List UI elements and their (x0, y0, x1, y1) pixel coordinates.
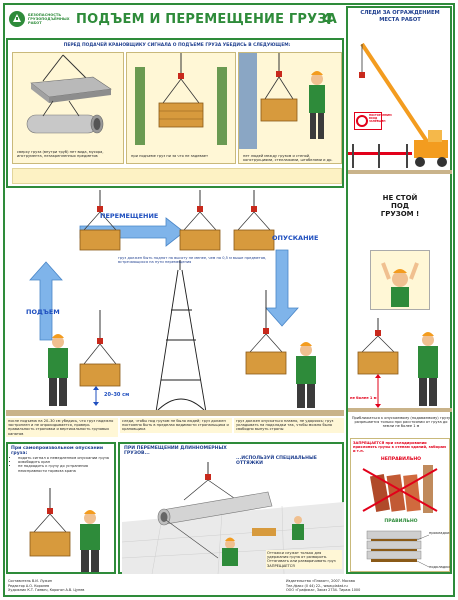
footer-right: Издательство «Плакат», 2007. Москва Тел.… (286, 579, 450, 593)
bottom-left-list: подать сигнал о немедленном опускании гр… (18, 456, 114, 473)
label-move: ПЕРЕМЕЩЕНИЕ (100, 212, 159, 220)
footer-line: Издательство «Плакат», 2007. Москва (286, 579, 355, 583)
bottom-left-heading: При самопроизвольном опускании груза: (11, 446, 104, 457)
warning-text: НЕ СТОЙ ПОД ГРУЗОМ ! (380, 194, 420, 218)
right-heading-1: СЛЕДИ ЗА ОГРАЖДЕНИЕМ (360, 10, 440, 16)
poster-frame (3, 3, 455, 597)
header: БЕЗОПАСНОСТЬ ГРУЗОПОДЪЁМНЫХ РАБОТ ПОДЪЕМ… (6, 6, 346, 36)
top-caption-3: нет людей между грузом и стеной, констру… (241, 153, 341, 164)
move-note: груз должен быть поднят на высоту не мен… (118, 256, 267, 265)
bottom-middle-heading: ПРИ ПЕРЕМЕЩЕНИИ ДЛИННОМЕРНЫХ ГРУЗОВ... (124, 446, 227, 457)
no-entry-sign: ПОСТОРОННИМ ВХОД ЗАПРЕЩЕН (354, 112, 392, 130)
list-item: не подходить к грузу до устранения неисп… (18, 464, 114, 472)
footer-line: Составитель В.И. Лужин (8, 579, 52, 583)
crate-between-wall-illustration (135, 53, 227, 145)
bottom-middle-heading-2: ...ИСПОЛЬЗУЙ СПЕЦИАЛЬНЫЕ ОТТЯЖКИ (236, 456, 317, 467)
sign-text: ПОСТОРОННИМ ВХОД ЗАПРЕЩЕН (369, 114, 392, 123)
top-panel-1: сверху груза (внутри труб) нет вида, мус… (12, 52, 124, 164)
footer-left: Составитель В.И. Лужин Редактор А.О. Кор… (8, 579, 158, 593)
logo-text: БЕЗОПАСНОСТЬ ГРУЗОПОДЪЁМНЫХ РАБОТ (28, 13, 70, 26)
footer-line: ООО «Графика», Заказ 2734. Тираж 1000 (286, 588, 361, 593)
raised-hands-icon (381, 262, 419, 307)
no-entry-icon (356, 115, 368, 127)
label-lift: ПОДЪЕМ (26, 308, 60, 316)
top-section: ПЕРЕД ПОДАЧЕЙ КРАНОВЩИКУ СИГНАЛА О ПОДЪЕ… (6, 38, 344, 188)
worker-clear-zone-illustration (239, 53, 325, 149)
footer-line: Художник К.Т. Гаевич, Корогон А.В. Цунев (8, 588, 85, 593)
footer-line: Редактор А.О. Королев (8, 583, 50, 588)
crane-fence-illustration (348, 42, 452, 174)
middle-section: ПЕРЕМЕЩЕНИЕ ОПУСКАНИЕ ПОДЪЕМ груз должен… (6, 190, 344, 440)
page-title: ПОДЪЕМ И ПЕРЕМЕЩЕНИЕ ГРУЗА (76, 12, 338, 27)
top-footer-strip (12, 168, 342, 184)
middle-illustration (6, 190, 344, 416)
middle-caption-3: груз должен опускаться плавно, не ударяя… (234, 418, 344, 433)
top-panel-2: при подъеме груз ни за что не задевает (126, 52, 236, 164)
bottom-left-section: При самопроизвольном опускании груза: по… (6, 442, 116, 574)
footer: Составитель В.И. Лужин Редактор А.О. Кор… (6, 578, 452, 596)
footer-line: Тел./факс (0 44) 22-, www.plakat.ru (286, 583, 348, 588)
forbidden-heading: ЗАПРЕЩАЕТСЯ при складировании прислонять… (353, 441, 446, 454)
right-heading-2: МЕСТА РАБОТ (379, 17, 421, 23)
approach-note: Приближаться к опускаемому (подаваемому)… (351, 416, 451, 429)
bottom-middle-section: ПРИ ПЕРЕМЕЩЕНИИ ДЛИННОМЕРНЫХ ГРУЗОВ... .… (118, 442, 344, 574)
logo: БЕЗОПАСНОСТЬ ГРУЗОПОДЪЁМНЫХ РАБОТ (6, 6, 70, 34)
slab-and-pipe-illustration (26, 54, 112, 134)
logo-icon (9, 11, 25, 27)
distance-label: не более 1 м (350, 396, 377, 400)
correct-stacking-illustration (366, 530, 430, 568)
gasket-label-bottom: подкладки (429, 565, 450, 569)
approach-illustration (348, 318, 452, 412)
label-lower: ОПУСКАНИЕ (272, 234, 319, 242)
top-caption-2: при подъеме груз ни за что не задевает (129, 153, 235, 160)
top-caption-1: сверху груза (внутри труб) нет вида, мус… (15, 149, 123, 160)
page-number: 4 (322, 10, 333, 28)
top-heading: ПЕРЕД ПОДАЧЕЙ КРАНОВЩИКУ СИГНАЛА О ПОДЪЕ… (63, 43, 291, 48)
wrong-label: НЕПРАВИЛЬНО (380, 457, 422, 462)
forbidden-panel: ЗАПРЕЩАЕТСЯ при складировании прислонять… (350, 438, 450, 572)
crate-lowering-illustration (29, 488, 100, 572)
height-label: 20–30 см (104, 392, 130, 398)
list-item: освободить кран (18, 460, 114, 464)
right-label: ПРАВИЛЬНО (384, 519, 418, 524)
top-panel-3: нет людей между грузом и стеной, констру… (238, 52, 342, 164)
right-column: СЛЕДИ ЗА ОГРАЖДЕНИЕМ МЕСТА РАБОТ ПОСТОРО… (346, 6, 452, 574)
wrong-stacking-illustration (362, 465, 438, 513)
stop-gesture-panel (370, 250, 430, 310)
fence (348, 144, 412, 168)
middle-caption-2: следи, чтобы под грузом не было людей; г… (120, 418, 232, 433)
bottom-middle-note: Оттяжки служат только для удержания груз… (266, 550, 342, 569)
list-item: подать сигнал о немедленном опускании гр… (18, 456, 114, 460)
gasket-label-top: прокладки (429, 531, 450, 535)
middle-caption-1: после подъема на 20–30 см убедись, что г… (6, 418, 118, 437)
